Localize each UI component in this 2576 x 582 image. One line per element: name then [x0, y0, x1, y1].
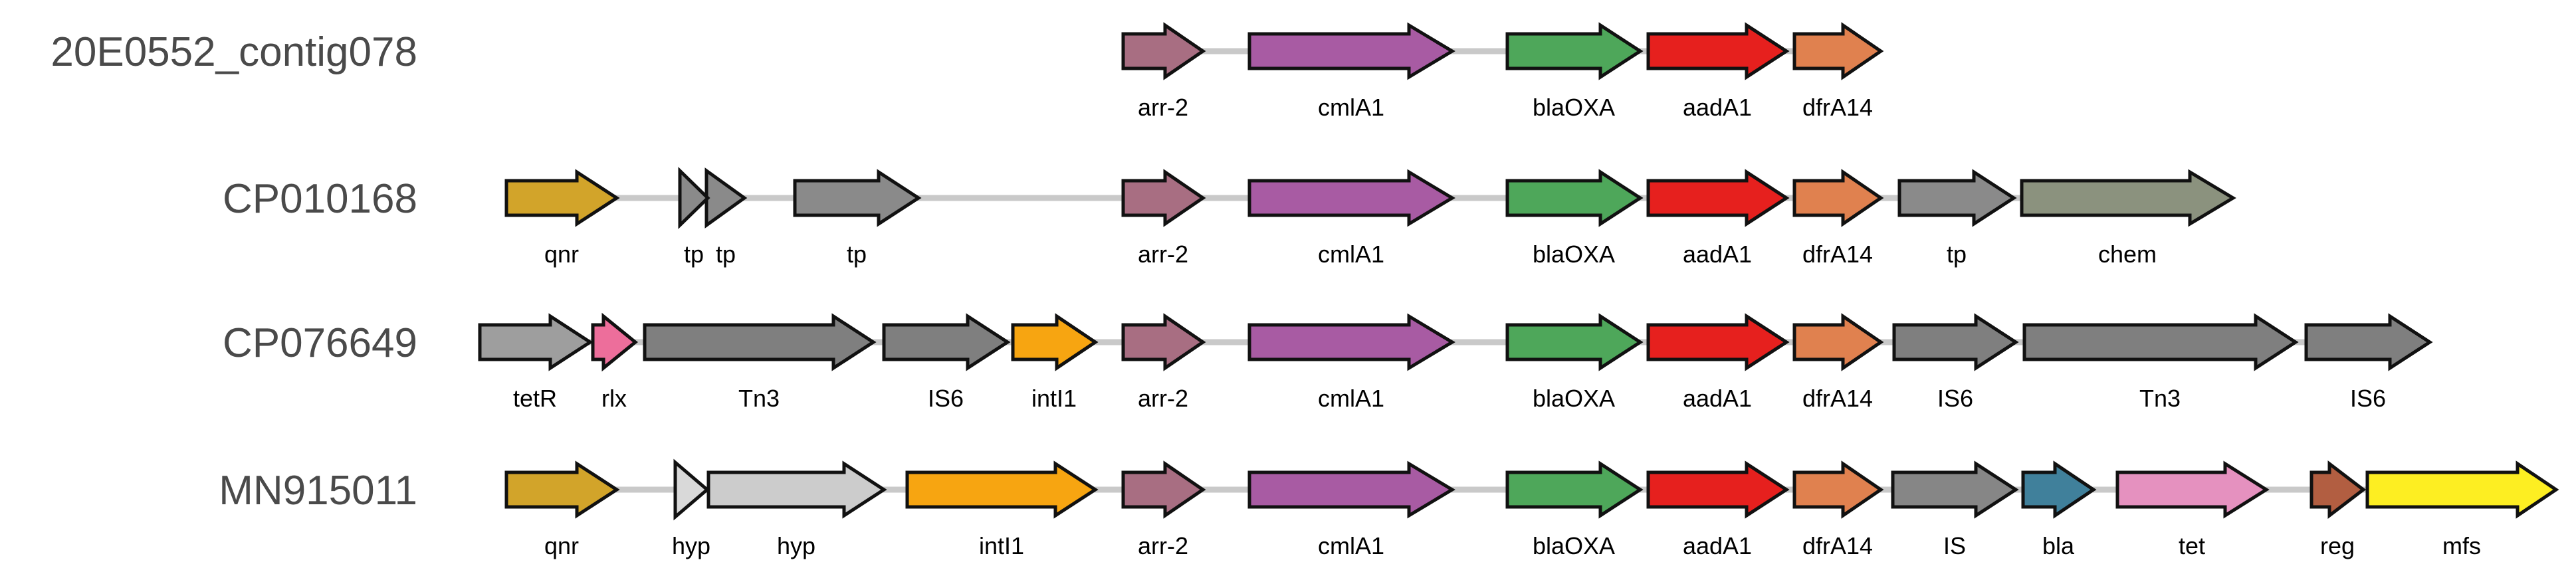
gene-arrow-chem: [2020, 169, 2236, 227]
gene-label-blaoxa: blaOXA: [1533, 94, 1615, 121]
gene-label-is6: IS6: [2350, 385, 2386, 412]
gene-arrow-blaoxa: [1505, 313, 1644, 371]
track-name-20e0552-contig078: 20E0552_contig078: [51, 29, 417, 75]
gene-arrow-arr-2: [1121, 460, 1206, 519]
gene-label-inti1: intI1: [1031, 385, 1077, 412]
gene-label-is6: IS6: [928, 385, 964, 412]
track-20e0552-contig078: arr-2 cmlA1 blaOXA aadA1 dfrA14 20E0552_conti…: [51, 22, 1884, 121]
gene-label-tet: tet: [2179, 532, 2205, 559]
gene-label-cmla1: cmlA1: [1318, 241, 1384, 268]
gene-arrow-qnr: [504, 460, 620, 519]
gene-arrow-inti1: [905, 460, 1099, 519]
gene-label-tp: tp: [684, 241, 704, 268]
gene-label-reg: reg: [2320, 532, 2355, 559]
gene-arrow-is6: [882, 313, 1011, 371]
gene-arrow-hyp: [706, 460, 887, 519]
gene-arrow-qnr: [504, 169, 620, 227]
gene-label-tn3: Tn3: [738, 385, 780, 412]
gene-arrow-inti1: [1011, 313, 1099, 371]
gene-arrow-tp: [678, 167, 710, 229]
gene-label-is: IS: [1943, 532, 1966, 559]
gene-label-is6: IS6: [1937, 385, 1973, 412]
gene-label-tp: tp: [1947, 241, 1967, 268]
gene-arrow-dfra14: [1792, 22, 1884, 80]
track-cp076649: tetR rlx Tn3 IS6 intI1 arr-2 cmlA1 blaOXA aadA1 d…: [223, 312, 2433, 412]
gene-arrow-aada1: [1646, 460, 1790, 519]
gene-label-tp: tp: [716, 241, 736, 268]
gene-label-arr-2: arr-2: [1138, 385, 1188, 412]
gene-label-aada1: aadA1: [1683, 94, 1752, 121]
gene-arrow-tetr: [478, 313, 593, 371]
gene-label-dfra14: dfrA14: [1802, 241, 1873, 268]
gene-label-dfra14: dfrA14: [1802, 94, 1873, 121]
gene-label-dfra14: dfrA14: [1802, 532, 1873, 559]
gene-label-blaoxa: blaOXA: [1533, 385, 1615, 412]
gene-arrow-cmla1: [1247, 460, 1455, 519]
gene-arrow-aada1: [1646, 22, 1790, 80]
gene-label-hyp: hyp: [672, 532, 710, 559]
track-mn915011: qnr hyp hyp intI1 arr-2 cmlA1 blaOXA aadA1 dfrA1…: [219, 458, 2559, 559]
gene-arrow-cmla1: [1247, 169, 1455, 227]
gene-arrow-blaoxa: [1505, 169, 1644, 227]
gene-arrow-tp: [704, 167, 748, 229]
track-name-cp076649: CP076649: [223, 320, 417, 366]
gene-arrow-bla: [2021, 460, 2097, 519]
gene-label-bla: bla: [2042, 532, 2075, 559]
gene-label-inti1: intI1: [979, 532, 1024, 559]
gene-arrow-tp: [793, 169, 922, 227]
gene-arrow-aada1: [1646, 169, 1790, 227]
gene-arrow-arr-2: [1121, 169, 1206, 227]
gene-label-arr-2: arr-2: [1138, 94, 1188, 121]
gene-arrow-blaoxa: [1505, 22, 1644, 80]
gene-label-chem: chem: [2098, 241, 2157, 268]
gene-arrow-blaoxa: [1505, 460, 1644, 519]
gene-label-aada1: aadA1: [1683, 241, 1752, 268]
gene-label-aada1: aadA1: [1683, 385, 1752, 412]
gene-label-qnr: qnr: [544, 241, 579, 268]
gene-label-cmla1: cmlA1: [1318, 385, 1384, 412]
gene-arrow-arr-2: [1121, 22, 1206, 80]
gene-arrow-tn3: [643, 313, 877, 371]
gene-arrow-is6: [1892, 313, 2019, 371]
gene-arrow-mfs: [2365, 460, 2559, 519]
gene-label-arr-2: arr-2: [1138, 532, 1188, 559]
track-name-cp010168: CP010168: [223, 176, 417, 222]
gene-arrow-is: [1891, 460, 2019, 519]
gene-arrow-dfra14: [1792, 460, 1884, 519]
gene-arrow-dfra14: [1792, 313, 1884, 371]
gene-label-aada1: aadA1: [1683, 532, 1752, 559]
gene-label-tp: tp: [847, 241, 867, 268]
gene-label-blaoxa: blaOXA: [1533, 532, 1615, 559]
gene-arrow-reg: [2309, 460, 2367, 520]
gene-label-cmla1: cmlA1: [1318, 532, 1384, 559]
gene-arrow-tet: [2115, 460, 2270, 519]
gene-arrow-arr-2: [1121, 313, 1206, 371]
gene-arrow-tn3: [2022, 313, 2299, 371]
gene-arrow-hyp: [673, 458, 710, 521]
gene-arrow-rlx: [591, 312, 638, 372]
gene-arrow-is6: [2304, 313, 2433, 371]
track-name-mn915011: MN915011: [219, 468, 417, 514]
gene-arrow-tp: [1897, 169, 2017, 227]
gene-label-dfra14: dfrA14: [1802, 385, 1873, 412]
gene-label-mfs: mfs: [2442, 532, 2481, 559]
gene-label-tetr: tetR: [513, 385, 557, 412]
gene-arrow-cmla1: [1247, 313, 1455, 371]
gene-label-hyp: hyp: [777, 532, 815, 559]
gene-arrow-dfra14: [1792, 169, 1884, 227]
gene-label-qnr: qnr: [544, 532, 579, 559]
gene-arrow-cmla1: [1247, 22, 1455, 80]
gene-arrow-aada1: [1646, 313, 1790, 371]
gene-label-blaoxa: blaOXA: [1533, 241, 1615, 268]
gene-label-rlx: rlx: [601, 385, 627, 412]
gene-label-cmla1: cmlA1: [1318, 94, 1384, 121]
gene-label-arr-2: arr-2: [1138, 241, 1188, 268]
gene-label-tn3: Tn3: [2139, 385, 2181, 412]
